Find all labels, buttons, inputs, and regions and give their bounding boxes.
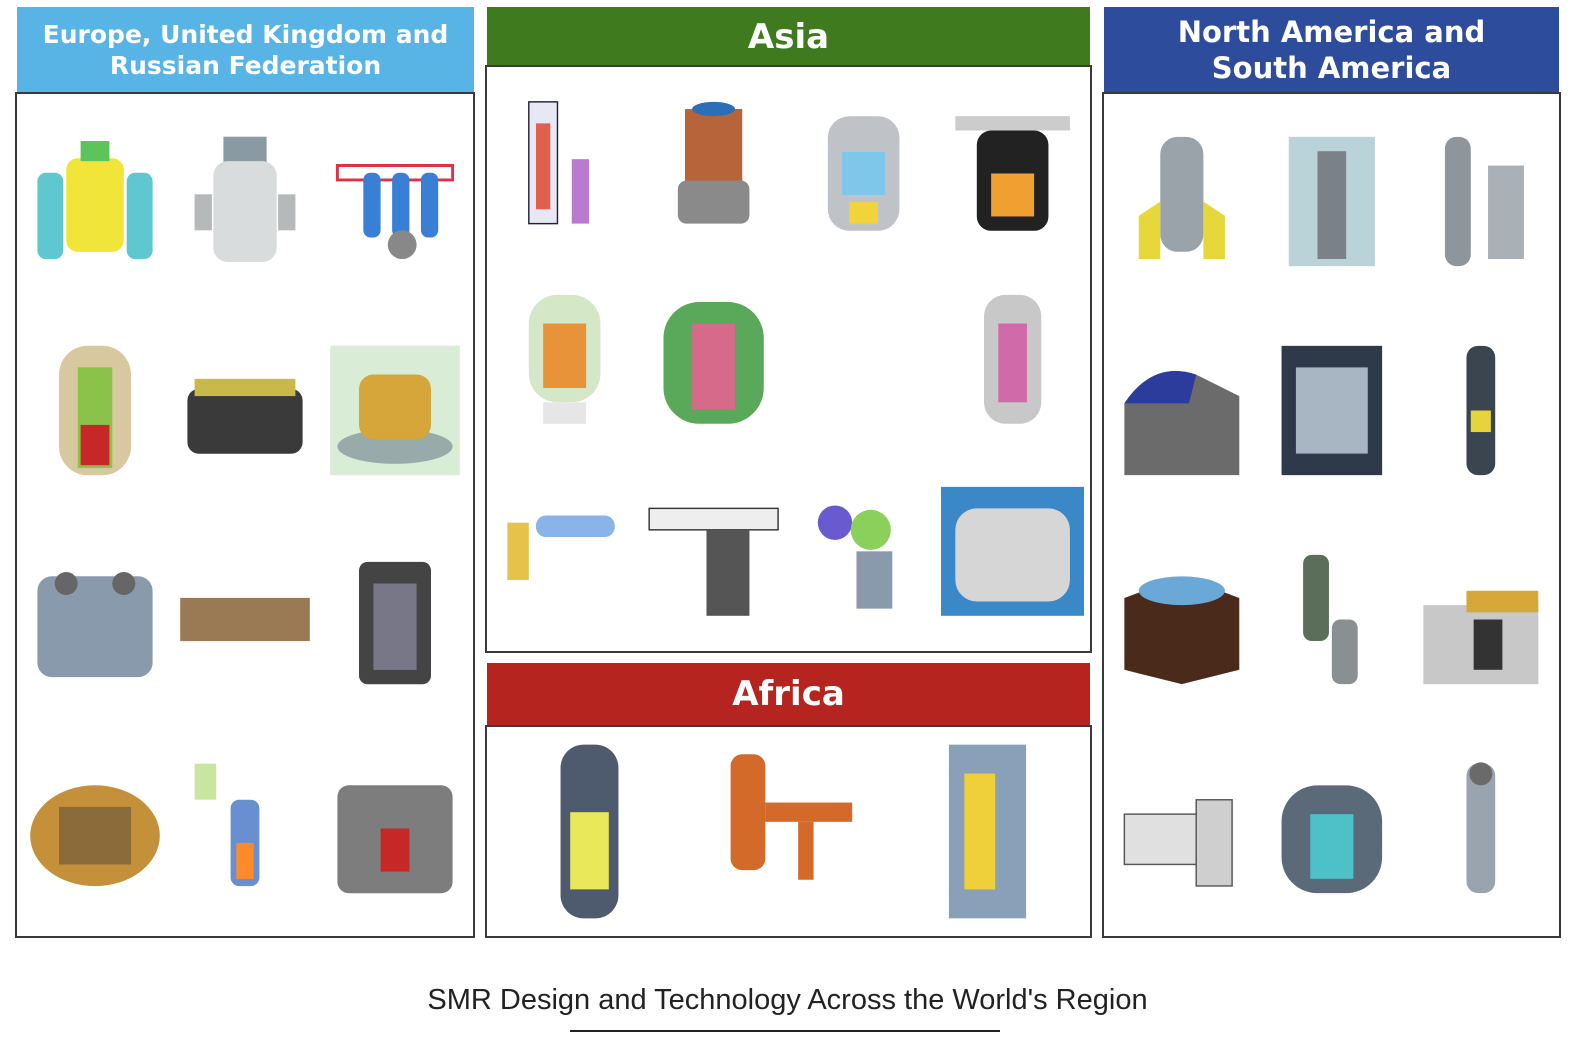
reactor-illustration-icon: [1110, 309, 1254, 512]
reactor-illustration-icon: [692, 733, 885, 930]
reactor-illustration-icon: [642, 266, 785, 453]
reactor-illustration-icon: [493, 458, 636, 645]
reactor-illustration-icon: [891, 733, 1084, 930]
reactor-illustration-icon: [323, 309, 467, 512]
europe-region-header: Europe, United Kingdom and Russian Feder…: [17, 7, 474, 93]
reactor-illustration-icon: [173, 100, 317, 303]
reactor-illustration-icon: [1409, 727, 1553, 930]
empty-cell: [792, 266, 935, 453]
reactor-illustration-icon: [1260, 727, 1404, 930]
europe-title-line1: Europe, United Kingdom and: [42, 19, 449, 49]
reactor-illustration-icon: [173, 727, 317, 930]
caption-divider: [570, 1030, 1000, 1032]
reactor-illustration-icon: [642, 458, 785, 645]
reactor-illustration-icon: [173, 309, 317, 512]
reactor-illustration-icon: [1110, 518, 1254, 721]
reactor-illustration-icon: [23, 100, 167, 303]
reactor-illustration-icon: [323, 727, 467, 930]
americas-title-line2: South America: [1211, 51, 1452, 85]
africa-panel: [485, 725, 1092, 938]
figure-caption: SMR Design and Technology Across the Wor…: [427, 984, 1148, 1016]
reactor-illustration-icon: [493, 73, 636, 260]
reactor-illustration-icon: [1110, 727, 1254, 930]
reactor-illustration-icon: [493, 266, 636, 453]
reactor-illustration-icon: [642, 73, 785, 260]
reactor-illustration-icon: [1409, 100, 1553, 303]
reactor-illustration-icon: [1260, 100, 1404, 303]
americas-reactor-grid: [1110, 100, 1553, 930]
reactor-illustration-icon: [1110, 100, 1254, 303]
europe-reactor-grid: [23, 100, 467, 930]
reactor-illustration-icon: [1260, 309, 1404, 512]
reactor-illustration-icon: [323, 100, 467, 303]
africa-reactor-grid: [493, 733, 1084, 930]
americas-title-line1: North America and: [1177, 14, 1486, 49]
reactor-illustration-icon: [493, 733, 686, 930]
reactor-illustration-icon: [1260, 518, 1404, 721]
reactor-illustration-icon: [940, 458, 1084, 645]
reactor-illustration-icon: [323, 518, 467, 721]
asia-reactor-grid: [493, 73, 1084, 645]
africa-title: Africa: [732, 674, 845, 715]
reactor-illustration-icon: [23, 518, 167, 721]
reactor-illustration-icon: [1409, 518, 1553, 721]
europe-panel: [15, 92, 475, 938]
reactor-illustration-icon: [792, 458, 935, 645]
reactor-illustration-icon: [941, 266, 1084, 453]
reactor-illustration-icon: [173, 518, 317, 721]
asia-region-header: Asia: [487, 7, 1090, 67]
americas-panel: [1102, 92, 1561, 938]
reactor-illustration-icon: [23, 309, 167, 512]
americas-region-header: North America and South America: [1104, 7, 1559, 93]
reactor-illustration-icon: [792, 73, 935, 260]
africa-region-header: Africa: [487, 663, 1090, 726]
asia-title: Asia: [747, 16, 830, 57]
europe-title-line2: Russian Federation: [109, 51, 382, 80]
reactor-illustration-icon: [1409, 309, 1553, 512]
reactor-illustration-icon: [941, 73, 1084, 260]
asia-panel: [485, 65, 1092, 653]
reactor-illustration-icon: [23, 727, 167, 930]
